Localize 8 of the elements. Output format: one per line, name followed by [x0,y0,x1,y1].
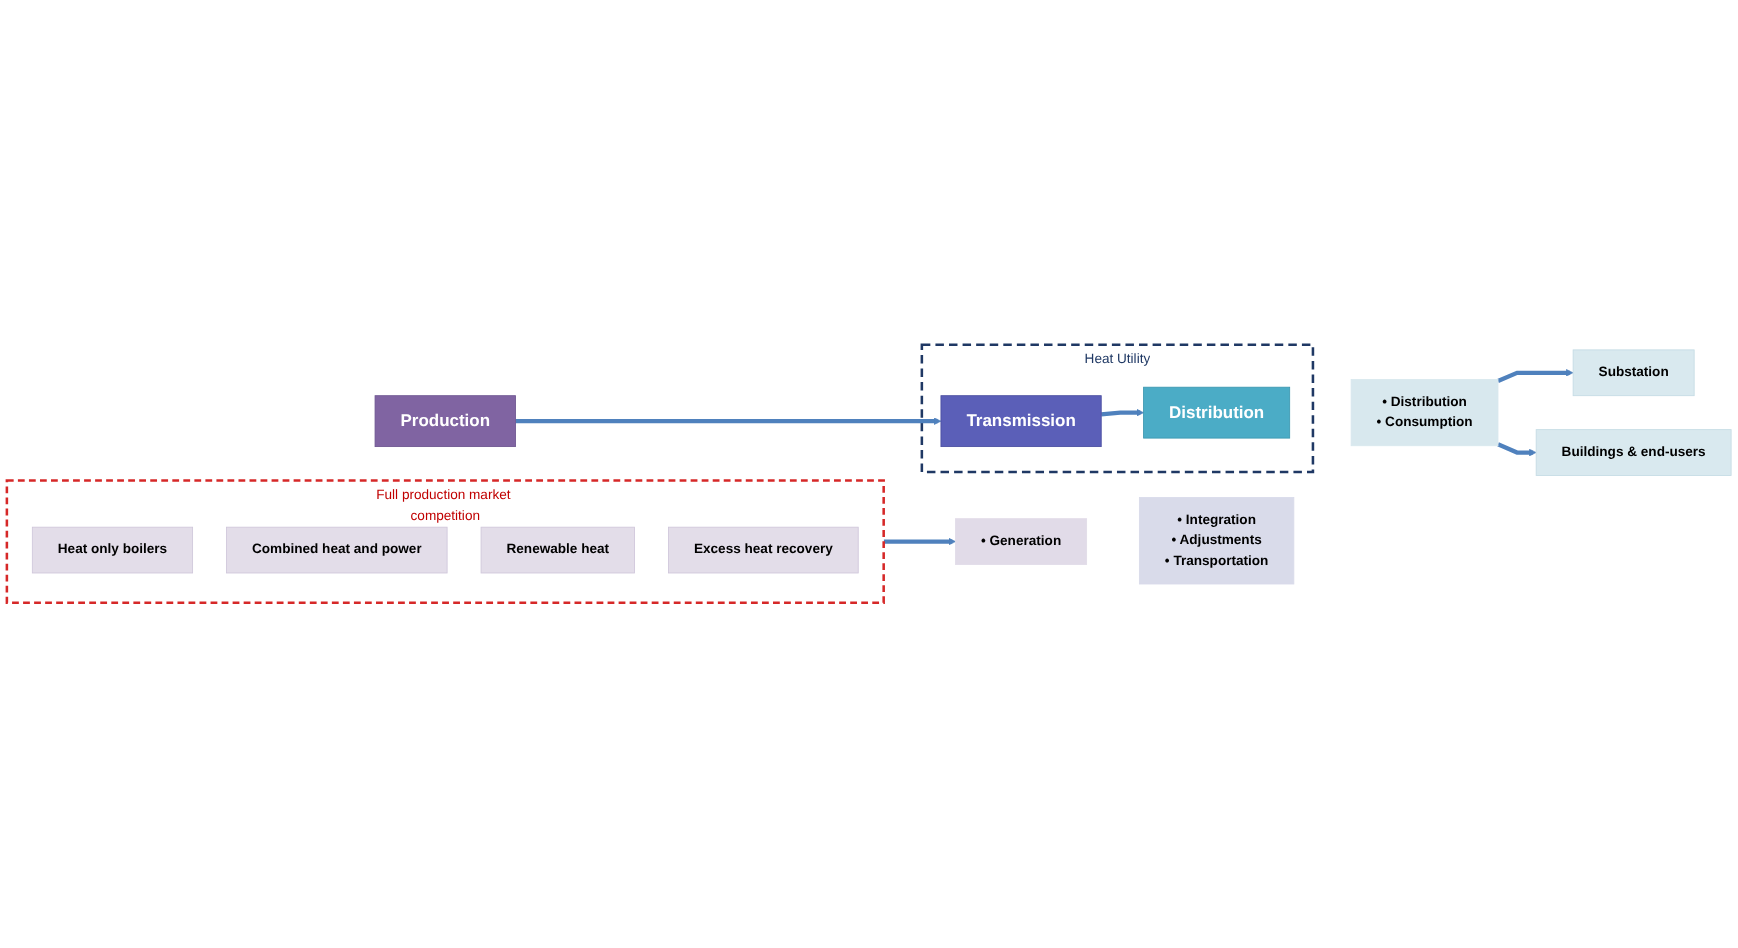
arrow [1101,409,1144,417]
arrow [1497,442,1537,457]
arrow [1497,369,1574,384]
arrow [883,538,956,546]
node-box: Transmission [940,395,1102,448]
arrow [515,417,942,426]
node-box: Production [374,395,516,448]
node-box: Distribution [1143,387,1291,439]
